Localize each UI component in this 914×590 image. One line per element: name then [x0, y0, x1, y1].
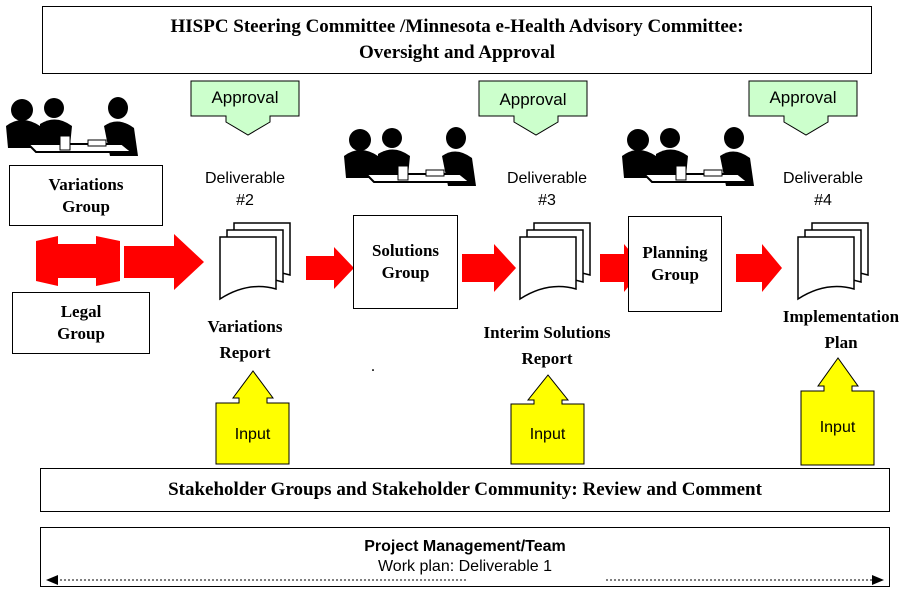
legal-group-line-1: Legal [60, 302, 102, 321]
project-management-box: Project Management/Team Work plan: Deliv… [40, 527, 890, 587]
approval-label-1: Approval [211, 88, 279, 107]
double-arrow-icon [36, 236, 120, 286]
legal-group-box: Legal Group [12, 292, 150, 354]
input-label-3: Input [819, 419, 856, 436]
variations-report-label: Variations Report [207, 317, 283, 362]
deliverable-2-label: Deliverable #2 [204, 170, 286, 209]
stakeholder-text: Stakeholder Groups and Stakeholder Commu… [168, 479, 762, 500]
stray-dot: . [371, 358, 375, 375]
meeting-people-icon [344, 127, 476, 186]
variations-group-line-2: Group [62, 196, 110, 216]
header-line-2: Oversight and Approval [358, 42, 556, 63]
input-label-2: Input [529, 426, 566, 443]
workplan-timeline-arrow [46, 575, 884, 585]
planning-group-box: Planning Group [628, 216, 722, 312]
input-arrow-3 [800, 357, 875, 466]
planning-group-line-2: Group [651, 265, 699, 284]
variations-group-line-1: Variations [48, 174, 124, 194]
document-stack-icon [797, 222, 869, 301]
variations-group-box: Variations Group [9, 165, 163, 226]
oversight-header-box: HISPC Steering Committee /Minnesota e-He… [42, 6, 872, 74]
flow-arrow-5 [736, 244, 782, 292]
header-line-1: HISPC Steering Committee /Minnesota e-He… [170, 16, 744, 37]
planning-group-line-1: Planning [642, 243, 708, 262]
approval-label-2: Approval [499, 90, 567, 109]
flow-arrow-2 [306, 247, 354, 289]
legal-group-line-2: Group [57, 324, 105, 343]
approval-arrow-3 [748, 80, 858, 136]
deliverable-3-label: Deliverable #3 [506, 170, 588, 209]
input-arrow-2 [510, 374, 585, 465]
approval-arrow-1 [190, 80, 300, 136]
deliverable-4-label: Deliverable #4 [782, 170, 864, 209]
flow-arrow-3 [462, 244, 516, 292]
implementation-plan-label: Implementation Plan [782, 307, 900, 352]
meeting-people-icon [6, 97, 138, 156]
flow-arrow-1 [124, 234, 204, 290]
input-arrow-1 [215, 370, 290, 465]
solutions-group-line-2: Group [381, 263, 430, 282]
input-label-1: Input [234, 426, 271, 443]
interim-solutions-report-label: Interim Solutions Report [483, 323, 611, 368]
project-management-subtitle: Work plan: Deliverable 1 [377, 558, 552, 575]
project-management-title: Project Management/Team [364, 538, 566, 555]
solutions-group-line-1: Solutions [371, 241, 440, 260]
document-stack-icon [519, 222, 591, 301]
meeting-people-icon [622, 127, 754, 186]
solutions-group-box: Solutions Group [353, 215, 458, 309]
document-stack-icon [219, 222, 291, 301]
approval-label-3: Approval [769, 88, 837, 107]
approval-arrow-2 [478, 80, 588, 136]
stakeholder-box: Stakeholder Groups and Stakeholder Commu… [40, 468, 890, 512]
